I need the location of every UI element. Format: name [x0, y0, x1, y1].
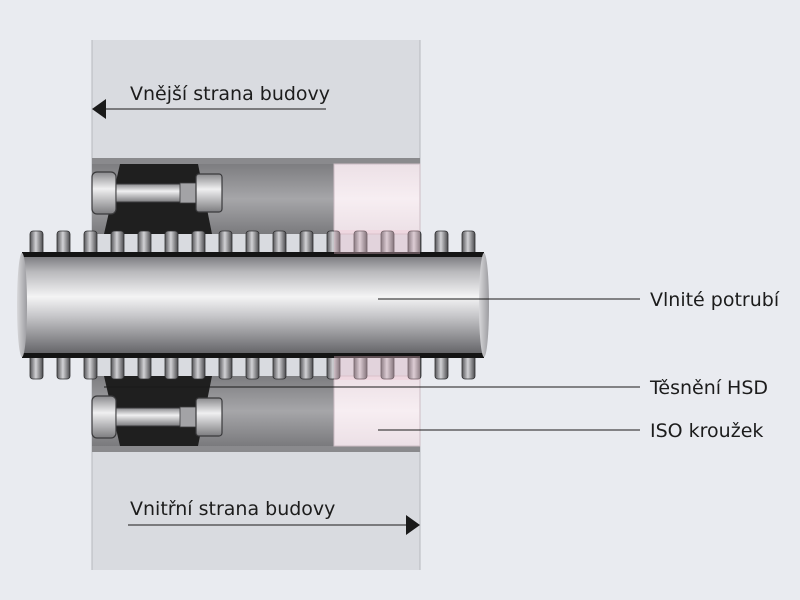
pipe-rib: [164, 230, 179, 256]
upper-bolt-thread: [179, 182, 199, 204]
inside-arrow-head: [406, 515, 420, 535]
lower-bolt-nut: [195, 397, 223, 437]
pipe-rib: [56, 230, 71, 256]
pipe-rib: [83, 354, 98, 380]
pipe-rib: [83, 230, 98, 256]
pipe-rib: [299, 230, 314, 256]
pipe-rib: [29, 230, 44, 256]
pipe-rib: [110, 230, 125, 256]
pipe-label: Vlnité potrubí: [650, 289, 780, 311]
pipe-bottom-edge: [22, 353, 484, 358]
pipe-rib: [434, 354, 449, 380]
upper-iso-ring: [333, 163, 421, 235]
pipe-rib: [272, 354, 287, 380]
pipe-rib: [245, 354, 260, 380]
corrugated-pipe: [17, 252, 489, 358]
lower-sleeve-assembly: [91, 375, 421, 452]
pipe-rib: [299, 354, 314, 380]
pipe-body: [22, 253, 484, 357]
iso-ring-tint-bottom: [334, 356, 420, 380]
pipe-left-end: [17, 253, 27, 357]
upper-bolt-nut: [195, 173, 223, 213]
pipe-rib: [137, 354, 152, 380]
pipe-rib: [272, 230, 287, 256]
lower-bolt-head: [91, 395, 117, 439]
pipe-rib: [461, 354, 476, 380]
pipe-rib: [218, 230, 233, 256]
iso-ring-label: ISO kroužek: [650, 420, 764, 442]
outside-arrow-head: [92, 99, 106, 119]
pipe-top-edge: [22, 252, 484, 257]
pipe-rib: [461, 230, 476, 256]
pipe-rib: [191, 354, 206, 380]
pipe-right-end: [479, 253, 489, 357]
lower-iso-ring: [333, 375, 421, 447]
pipe-rib: [137, 230, 152, 256]
pipe-rib: [56, 354, 71, 380]
upper-bolt-head: [91, 171, 117, 215]
upper-sleeve-assembly: [91, 158, 421, 235]
iso-ring-tint-top: [334, 230, 420, 254]
outside-label: Vnější strana budovy: [130, 83, 331, 105]
seal-label: Těsnění HSD: [650, 377, 769, 399]
pipe-rib: [245, 230, 260, 256]
lower-bolt-thread: [179, 406, 199, 428]
pipe-rib: [110, 354, 125, 380]
inside-label: Vnitřní strana budovy: [130, 498, 336, 520]
upper-sleeve-wall: [92, 158, 420, 164]
pipe-rib: [191, 230, 206, 256]
outside-direction-arrow: [92, 99, 326, 119]
pipe-rib: [434, 230, 449, 256]
pipe-rib: [29, 354, 44, 380]
pipe-rib: [218, 354, 233, 380]
pipe-rib: [164, 354, 179, 380]
inside-direction-arrow: [128, 515, 420, 535]
lower-sleeve-wall: [92, 446, 420, 452]
